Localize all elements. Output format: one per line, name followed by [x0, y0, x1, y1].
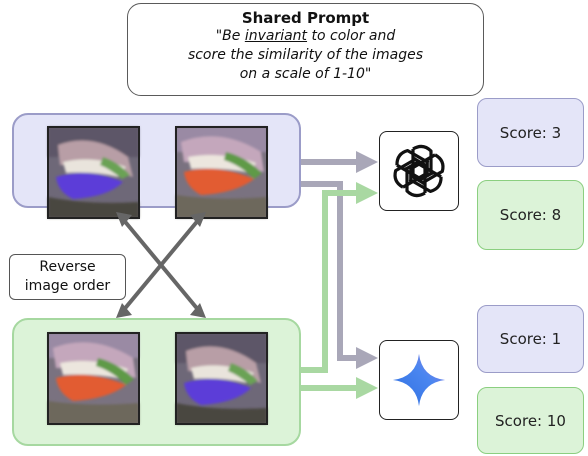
chatgpt-icon — [393, 144, 445, 198]
gemini-sparkle-icon — [392, 353, 446, 407]
image-red-lips-top — [175, 126, 268, 219]
shared-prompt-box: Shared Prompt "Be invariant to color and… — [127, 3, 484, 96]
image-purple-lips-top — [47, 126, 140, 219]
prompt-line-3: on a scale of 1-10" — [239, 66, 372, 82]
gemini-logo-box — [379, 340, 459, 420]
score-chatgpt-original: Score: 3 — [477, 98, 584, 167]
score-gemini-original: Score: 1 — [477, 305, 584, 373]
prompt-line-2: score the similarity of the images — [187, 47, 424, 63]
cross-arrows — [116, 212, 206, 318]
image-purple-lips-bottom — [175, 332, 268, 425]
chatgpt-logo-box — [379, 131, 459, 211]
score-chatgpt-reversed: Score: 8 — [477, 180, 584, 250]
arrows-to-chatgpt — [301, 151, 378, 399]
score-gemini-reversed: Score: 10 — [477, 387, 584, 454]
prompt-emphasis: invariant — [244, 28, 308, 44]
prompt-title: Shared Prompt — [241, 9, 370, 27]
prompt-line-1: "Be invariant to color and — [215, 28, 396, 44]
image-red-lips-bottom — [47, 332, 140, 425]
reverse-order-label: Reverse image order — [9, 254, 126, 300]
